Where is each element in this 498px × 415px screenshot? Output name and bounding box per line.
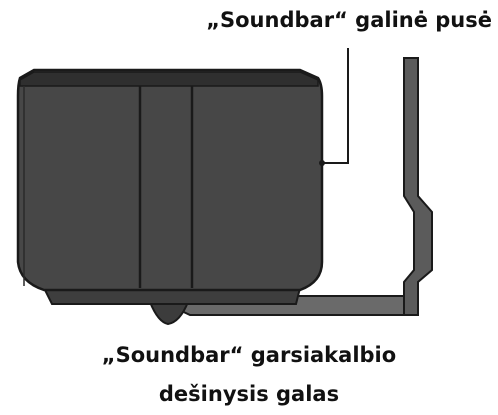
callout-line-rear bbox=[322, 48, 349, 164]
callout-speaker-label-line1: „Soundbar“ garsiakalbio bbox=[101, 343, 397, 367]
callout-speaker-label-line2: dešinysis galas bbox=[158, 382, 340, 406]
callout-rear-label: „Soundbar“ galinė pusė bbox=[206, 8, 492, 32]
soundbar-end-view bbox=[16, 68, 325, 326]
